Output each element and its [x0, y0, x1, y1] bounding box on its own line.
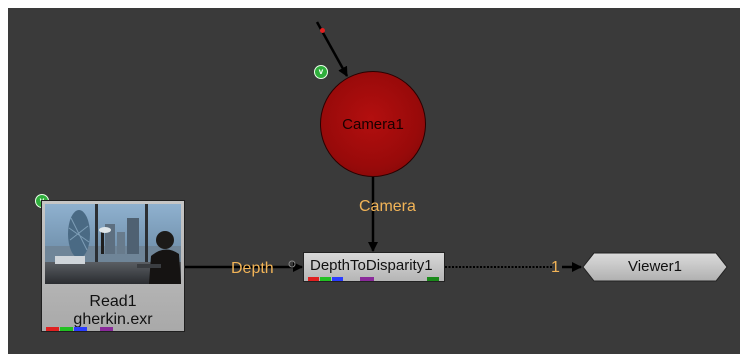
blue-channel-indicator	[74, 327, 87, 331]
viewer-node[interactable]: Viewer1	[582, 252, 728, 282]
depth-pipe-label: Depth	[231, 260, 274, 277]
red-channel-indicator	[46, 327, 59, 331]
alpha-channel-indicator	[360, 277, 374, 281]
viewer-input-label: 1	[551, 259, 560, 276]
read-node[interactable]: Read1 gherkin.exr	[41, 200, 185, 332]
camera-viewer-badge: v	[314, 65, 328, 79]
alpha-channel-indicator	[100, 327, 113, 331]
depth-to-disparity-node[interactable]: DepthToDisparity1	[303, 252, 445, 282]
read-node-filename: gherkin.exr	[73, 311, 153, 328]
camera-pipe-label: Camera	[359, 198, 416, 215]
connection-wires	[185, 21, 582, 272]
viewer-node-shape	[582, 252, 728, 282]
camera-node[interactable]: Camera1	[320, 71, 426, 177]
green-channel-indicator	[320, 277, 331, 281]
green-channel-indicator	[60, 327, 73, 331]
blue-channel-indicator	[332, 277, 343, 281]
node-graph-canvas[interactable]: v v Camera1 Camera	[8, 8, 740, 354]
pipe-dot	[288, 260, 296, 268]
camera-node-label: Camera1	[342, 116, 404, 133]
depth-to-disparity-label: DepthToDisparity1	[310, 257, 433, 274]
depth-channel-indicator	[427, 277, 439, 281]
read-thumbnail-image	[45, 204, 181, 284]
viewer-node-label: Viewer1	[628, 258, 682, 275]
read-node-label: Read1	[89, 293, 137, 310]
camera-selection-dot	[320, 28, 325, 33]
red-channel-indicator	[308, 277, 319, 281]
